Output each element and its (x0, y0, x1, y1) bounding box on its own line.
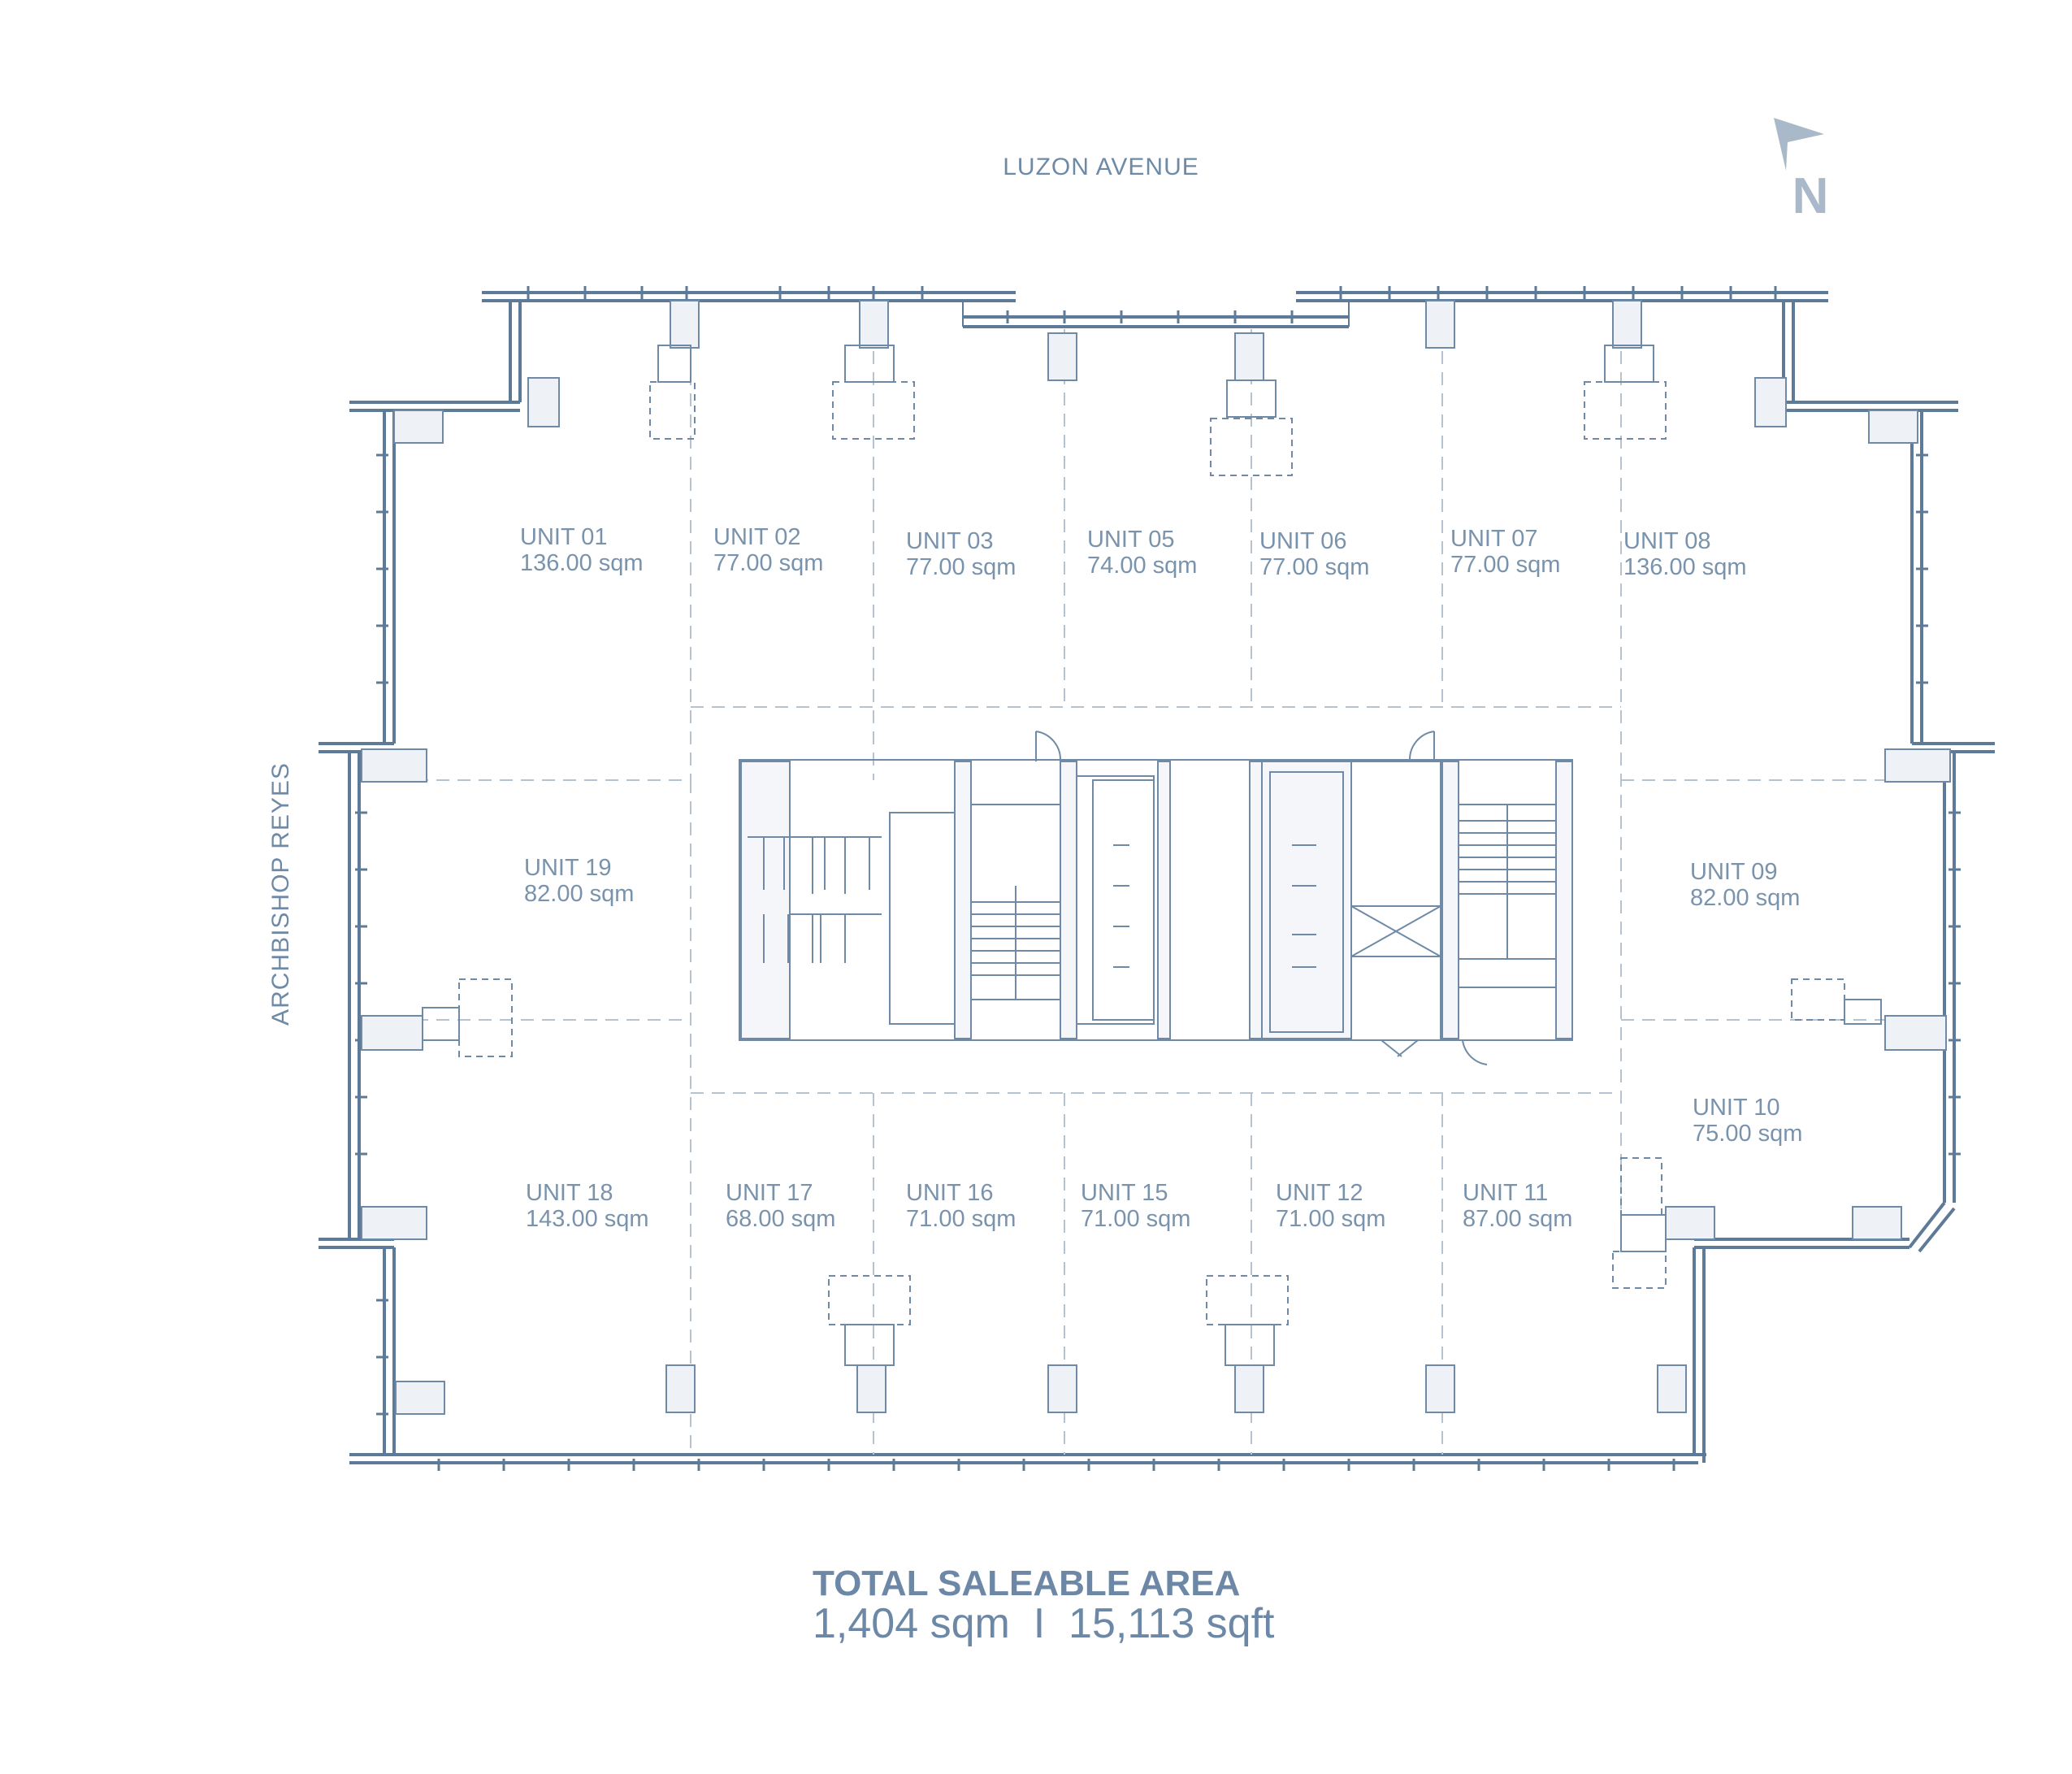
unit-label-03: UNIT 03 77.00 sqm (906, 528, 1016, 580)
street-label-west: ARCHBISHOP REYES (267, 762, 294, 1026)
unit-area: 77.00 sqm (1259, 554, 1369, 580)
structural-columns (361, 300, 1951, 1415)
unit-name: UNIT 17 (726, 1180, 813, 1206)
unit-name: UNIT 07 (1450, 526, 1537, 552)
unit-label-08: UNIT 08 136.00 sqm (1623, 528, 1747, 580)
unit-area: 77.00 sqm (1450, 552, 1560, 578)
unit-area: 68.00 sqm (726, 1206, 835, 1232)
service-ledges (422, 345, 1882, 1366)
unit-label-18: UNIT 18 143.00 sqm (526, 1180, 649, 1232)
unit-label-09: UNIT 09 82.00 sqm (1690, 859, 1800, 911)
unit-name: UNIT 18 (526, 1180, 613, 1206)
unit-name: UNIT 12 (1276, 1180, 1363, 1206)
unit-area: 143.00 sqm (526, 1206, 649, 1232)
unit-area: 74.00 sqm (1087, 553, 1197, 579)
stair-treads-west (971, 886, 1060, 1000)
unit-name: UNIT 19 (524, 855, 611, 881)
north-arrow-label: N (1792, 168, 1829, 224)
unit-area: 82.00 sqm (1690, 885, 1800, 911)
unit-area: 71.00 sqm (1276, 1206, 1385, 1232)
unit-name: UNIT 05 (1087, 527, 1174, 553)
north-arrow-icon: N (1774, 118, 1828, 224)
unit-label-02: UNIT 02 77.00 sqm (713, 524, 823, 576)
unit-name: UNIT 02 (713, 524, 800, 550)
restroom-cubicles (748, 836, 882, 963)
unit-area: 71.00 sqm (1081, 1206, 1190, 1232)
unit-name: UNIT 08 (1623, 528, 1710, 554)
stair-treads-east (1459, 805, 1556, 959)
unit-area: 82.00 sqm (524, 881, 634, 907)
window-mullions (355, 286, 1961, 1471)
unit-label-01: UNIT 01 136.00 sqm (520, 524, 644, 576)
unit-area: 71.00 sqm (906, 1206, 1016, 1232)
unit-area: 77.00 sqm (906, 554, 1016, 580)
unit-label-17: UNIT 17 68.00 sqm (726, 1180, 835, 1232)
total-area-title: TOTAL SALEABLE AREA (813, 1564, 1240, 1603)
unit-area: 136.00 sqm (520, 550, 644, 576)
unit-name: UNIT 16 (906, 1180, 993, 1206)
unit-area: 87.00 sqm (1463, 1206, 1572, 1232)
unit-label-05: UNIT 05 74.00 sqm (1087, 527, 1197, 579)
unit-label-19: UNIT 19 82.00 sqm (524, 855, 634, 907)
unit-label-16: UNIT 16 71.00 sqm (906, 1180, 1016, 1232)
unit-label-07: UNIT 07 77.00 sqm (1450, 526, 1560, 578)
unit-name: UNIT 06 (1259, 528, 1346, 554)
unit-name: UNIT 01 (520, 524, 607, 550)
unit-label-06: UNIT 06 77.00 sqm (1259, 528, 1369, 580)
unit-area: 136.00 sqm (1623, 554, 1747, 580)
total-area-value: 1,404 sqm I 15,113 sqft (813, 1600, 1275, 1647)
street-label-north: LUZON AVENUE (1003, 154, 1199, 180)
unit-area: 77.00 sqm (713, 550, 823, 576)
unit-label-15: UNIT 15 71.00 sqm (1081, 1180, 1190, 1232)
unit-name: UNIT 15 (1081, 1180, 1168, 1206)
unit-name: UNIT 03 (906, 528, 993, 554)
unit-area: 75.00 sqm (1693, 1121, 1802, 1147)
unit-label-12: UNIT 12 71.00 sqm (1276, 1180, 1385, 1232)
unit-name: UNIT 10 (1693, 1095, 1779, 1121)
unit-name: UNIT 09 (1690, 859, 1777, 885)
unit-name: UNIT 11 (1463, 1180, 1548, 1206)
building-core (739, 731, 1573, 1065)
unit-label-11: UNIT 11 87.00 sqm (1463, 1180, 1572, 1232)
unit-label-10: UNIT 10 75.00 sqm (1693, 1095, 1802, 1147)
